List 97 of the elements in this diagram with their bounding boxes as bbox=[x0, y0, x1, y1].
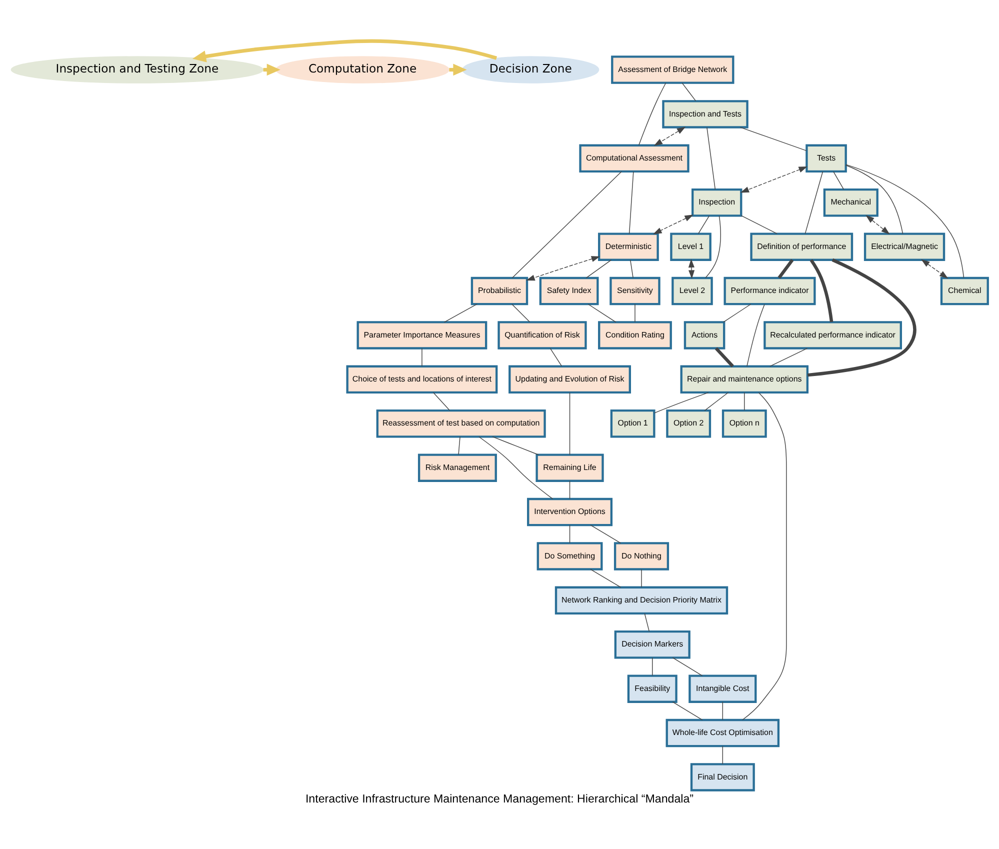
connector bbox=[588, 303, 616, 322]
node-box: Remaining Life bbox=[536, 453, 604, 482]
connector bbox=[778, 258, 794, 278]
node-box: Updating and Evolution of Risk bbox=[508, 364, 631, 394]
connector bbox=[590, 524, 622, 544]
node-box: Inspection bbox=[692, 188, 742, 216]
node-box: Condition Rating bbox=[598, 320, 672, 349]
connector bbox=[704, 392, 729, 410]
node-ellipse: Decision Zone bbox=[462, 56, 600, 83]
node-box: Whole-life Cost Optimisation bbox=[666, 718, 780, 747]
node-box: Performance indicator bbox=[724, 276, 816, 305]
node-box: Decision Markers bbox=[614, 630, 690, 658]
connector bbox=[511, 303, 530, 322]
connector bbox=[746, 304, 765, 366]
connector bbox=[740, 214, 778, 234]
node-box: Recalculated performance indicator bbox=[764, 320, 902, 349]
node-box: Reassessment of test based on computation bbox=[376, 409, 546, 438]
arrow bbox=[653, 214, 694, 234]
arrow bbox=[740, 166, 808, 192]
arrow bbox=[866, 214, 890, 234]
node-box: Do Something bbox=[536, 542, 603, 570]
node-box: Electrical/Magnetic bbox=[864, 232, 946, 260]
connector bbox=[682, 82, 696, 101]
caption: Interactive Infrastructure Maintenance Management: Hierarchical “Mandala” bbox=[305, 792, 694, 805]
connector bbox=[740, 126, 807, 151]
node-box: Do Nothing bbox=[614, 542, 670, 570]
connector bbox=[492, 436, 539, 455]
connector bbox=[512, 170, 622, 278]
node-box: Deterministic bbox=[598, 232, 659, 260]
connector bbox=[723, 303, 752, 322]
node-box: Feasibility bbox=[627, 674, 678, 702]
connector bbox=[698, 214, 710, 234]
node-box: Risk Management bbox=[418, 453, 497, 482]
node-box: Choice of tests and locations of interest bbox=[346, 364, 498, 394]
node-box: Level 1 bbox=[670, 232, 712, 260]
node-box: Inspection and Tests bbox=[662, 100, 748, 128]
node-box: Actions bbox=[684, 320, 726, 349]
connector bbox=[714, 346, 734, 367]
connector bbox=[672, 701, 703, 720]
connector bbox=[705, 215, 721, 278]
arrow bbox=[192, 38, 498, 62]
connector bbox=[652, 656, 653, 676]
node-box: Mechanical bbox=[823, 188, 878, 216]
connector bbox=[722, 701, 724, 720]
connector bbox=[586, 259, 612, 278]
arrow bbox=[688, 258, 695, 278]
connector bbox=[628, 170, 634, 234]
connector bbox=[634, 303, 636, 322]
connector bbox=[846, 164, 964, 278]
node-box: Quantification of Risk bbox=[498, 320, 587, 349]
connector bbox=[807, 258, 916, 376]
node-box: Safety Index bbox=[539, 276, 599, 305]
connector bbox=[641, 568, 642, 588]
node-box: Option n bbox=[722, 409, 767, 438]
connector bbox=[590, 568, 622, 588]
node-ellipse: Computation Zone bbox=[276, 56, 450, 83]
node-box: Assessment of Bridge Network bbox=[611, 55, 734, 84]
connector bbox=[810, 258, 834, 322]
connector bbox=[654, 392, 709, 413]
connector bbox=[744, 392, 745, 410]
node-box: Repair and maintenance options bbox=[680, 364, 809, 394]
connector bbox=[672, 656, 703, 676]
arrow bbox=[921, 258, 948, 278]
connector bbox=[569, 480, 570, 499]
node-box: Tests bbox=[806, 144, 847, 172]
connector bbox=[569, 524, 570, 543]
node-box: Computational Assessment bbox=[579, 144, 690, 172]
connector bbox=[630, 259, 634, 278]
node-box: Intangible Cost bbox=[688, 674, 757, 702]
node-box: Probabilistic bbox=[470, 276, 528, 305]
node-box: Level 2 bbox=[672, 276, 713, 305]
connector bbox=[458, 436, 460, 454]
connector bbox=[845, 164, 904, 234]
connector bbox=[804, 170, 824, 234]
connector bbox=[742, 392, 787, 720]
connector bbox=[722, 745, 724, 764]
node-box: Parameter Importance Measures bbox=[356, 320, 488, 349]
connector bbox=[478, 436, 554, 499]
arrow bbox=[654, 126, 686, 146]
connector bbox=[644, 612, 650, 632]
node-box: Network Ranking and Decision Priority Matrix bbox=[554, 586, 728, 614]
connector bbox=[444, 303, 478, 322]
node-box: Option 1 bbox=[610, 409, 656, 438]
connector bbox=[432, 392, 450, 410]
connector bbox=[833, 170, 844, 190]
node-box: Chemical bbox=[940, 276, 989, 305]
node-box: Definition of performance bbox=[750, 232, 854, 260]
connector bbox=[569, 392, 570, 455]
node-box: Option 2 bbox=[666, 409, 712, 438]
node-box: Intervention Options bbox=[527, 497, 613, 526]
connector bbox=[706, 126, 716, 190]
node-box: Final Decision bbox=[690, 762, 755, 791]
connector bbox=[638, 82, 666, 146]
arrow bbox=[526, 256, 600, 280]
node-ellipse: Inspection and Testing Zone bbox=[10, 56, 264, 83]
connector bbox=[550, 347, 562, 366]
node-box: Sensitivity bbox=[610, 276, 660, 305]
